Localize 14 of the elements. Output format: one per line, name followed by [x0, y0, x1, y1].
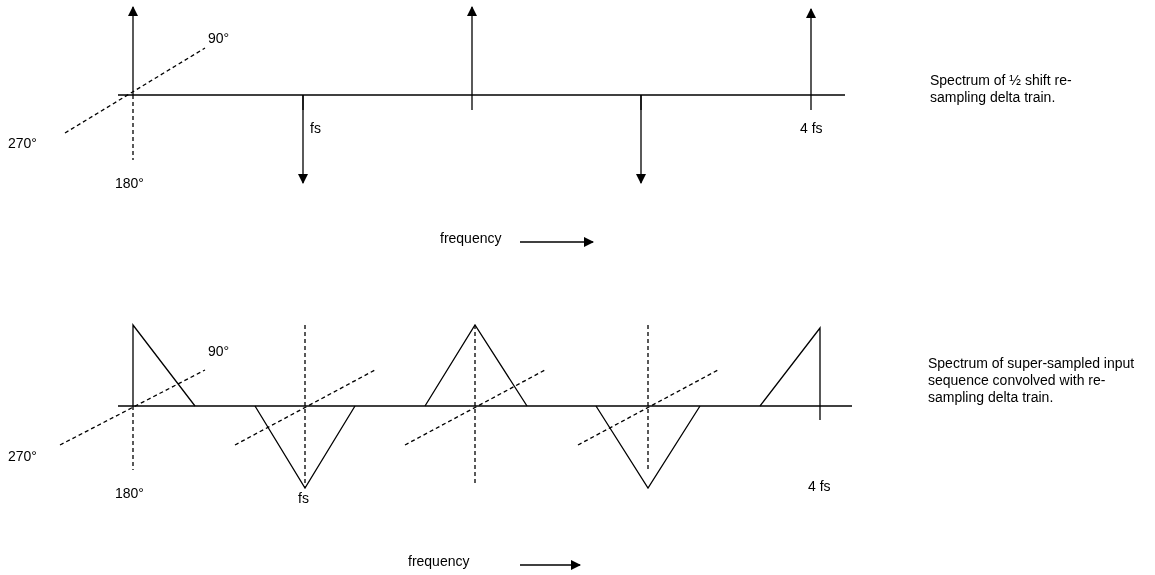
- axis-label: 90°: [208, 343, 231, 360]
- caption-text: Spectrum of ½ shift re-sampling delta train.: [930, 72, 1073, 106]
- axis-label: 180°: [115, 485, 145, 502]
- axis-label: 4 fs: [808, 478, 832, 495]
- caption-text: Spectrum of super-sampled input sequence convolved with re-sampling delta train.: [928, 355, 1136, 406]
- axis-label: 90°: [208, 30, 231, 47]
- axis-label: 180°: [115, 175, 145, 192]
- axis-label: fs: [310, 120, 322, 137]
- axis-label: 270°: [8, 135, 38, 152]
- axis-label: frequency: [440, 230, 503, 247]
- axis-label: frequency: [408, 553, 471, 570]
- axis-label: fs: [298, 490, 310, 507]
- axis-label: 4 fs: [800, 120, 824, 137]
- axis-label: 270°: [8, 448, 38, 465]
